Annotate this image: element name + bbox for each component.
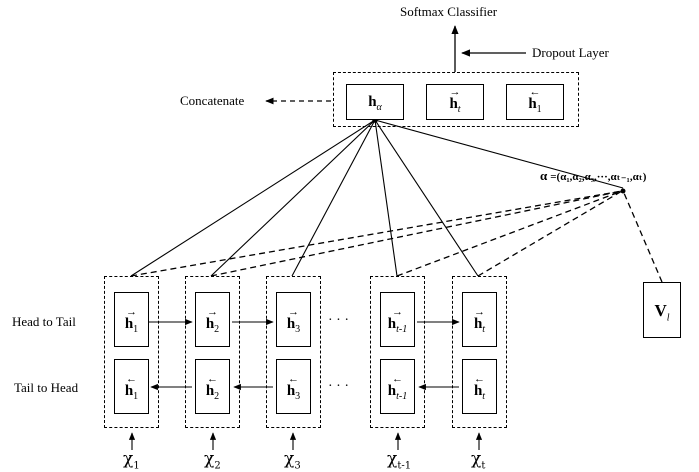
backward-sub: 1 xyxy=(133,391,139,402)
attention-lines xyxy=(130,119,624,277)
h-alpha-sub: α xyxy=(376,102,382,113)
left-arrow-icon: ← xyxy=(288,373,299,385)
backward-sub: 3 xyxy=(295,391,301,402)
left-arrow-icon: ← xyxy=(126,373,137,385)
concatenate-label: Concatenate xyxy=(180,93,245,108)
v-l-sub: l xyxy=(666,312,670,324)
h-1-backward-box: ← h1 xyxy=(506,84,564,120)
backward-sub: 2 xyxy=(214,391,220,402)
concat-group xyxy=(333,72,579,127)
input-symbol: χ1 xyxy=(123,449,140,472)
forward-cell: →ht-1 xyxy=(380,292,415,347)
forward-ellipsis: · · · xyxy=(328,313,349,328)
head-to-tail-label: Head to Tail xyxy=(12,314,76,329)
forward-sub: t-1 xyxy=(396,324,408,335)
forward-sub: 1 xyxy=(133,324,139,335)
column-group xyxy=(452,276,507,428)
h-1-symbol: h xyxy=(528,96,537,112)
forward-sub: 2 xyxy=(214,324,220,335)
backward-cell: ←h1 xyxy=(114,359,149,414)
h-alpha-symbol: h xyxy=(368,94,377,110)
alpha-formula: α =(α₁,α₂,α₃,···,αₜ₋₁,αₜ) xyxy=(540,169,646,183)
column-group xyxy=(104,276,159,428)
v-l-symbol: V xyxy=(654,301,667,320)
column-group xyxy=(185,276,240,428)
forward-cell: →ht xyxy=(462,292,497,347)
forward-cell: →h1 xyxy=(114,292,149,347)
column-group xyxy=(370,276,425,428)
left-arrow-icon: ← xyxy=(529,86,541,98)
backward-ellipsis: · · · xyxy=(328,379,349,394)
backward-cell: ←h2 xyxy=(195,359,230,414)
backward-cell: ←h3 xyxy=(276,359,311,414)
tail-to-head-label: Tail to Head xyxy=(14,380,79,395)
h-t-forward-box: → ht xyxy=(426,84,484,120)
forward-cell: →h3 xyxy=(276,292,311,347)
left-arrow-icon: ← xyxy=(207,373,218,385)
input-symbol: χ2 xyxy=(204,449,221,472)
h-1-sub: 1 xyxy=(536,104,542,115)
right-arrow-icon: → xyxy=(474,306,485,318)
right-arrow-icon: → xyxy=(288,306,299,318)
h-t-sub: t xyxy=(457,104,461,115)
backward-sub: t-1 xyxy=(396,391,408,402)
backward-sub: t xyxy=(482,391,486,402)
right-arrow-icon: → xyxy=(449,86,461,98)
input-arrows xyxy=(128,432,483,450)
h-t-symbol: h xyxy=(449,96,458,112)
alpha-rhs: =(α₁,α₂,α₃,···,αₜ₋₁,αₜ) xyxy=(550,171,647,183)
input-symbol: χt xyxy=(471,449,486,472)
forward-sub: t xyxy=(482,324,486,335)
forward-cell: →h2 xyxy=(195,292,230,347)
right-arrow-icon: → xyxy=(392,306,403,318)
column-group xyxy=(266,276,321,428)
input-symbol: χt-1 xyxy=(387,449,412,472)
left-arrow-icon: ← xyxy=(474,373,485,385)
right-arrow-icon: → xyxy=(126,306,137,318)
alpha-dashed-lines xyxy=(130,190,663,283)
forward-sub: 3 xyxy=(295,324,301,335)
alpha-lhs: α xyxy=(540,168,548,183)
backward-cell: ←ht-1 xyxy=(380,359,415,414)
backward-cell: ←ht xyxy=(462,359,497,414)
right-arrow-icon: → xyxy=(207,306,218,318)
dropout-label: Dropout Layer xyxy=(532,45,609,60)
v-l-box: Vl xyxy=(643,282,681,338)
alpha-hub xyxy=(620,188,626,194)
input-symbol: χ3 xyxy=(284,449,301,472)
left-arrow-icon: ← xyxy=(392,373,403,385)
h-alpha-box: hα xyxy=(346,84,404,120)
softmax-label: Softmax Classifier xyxy=(400,4,498,19)
